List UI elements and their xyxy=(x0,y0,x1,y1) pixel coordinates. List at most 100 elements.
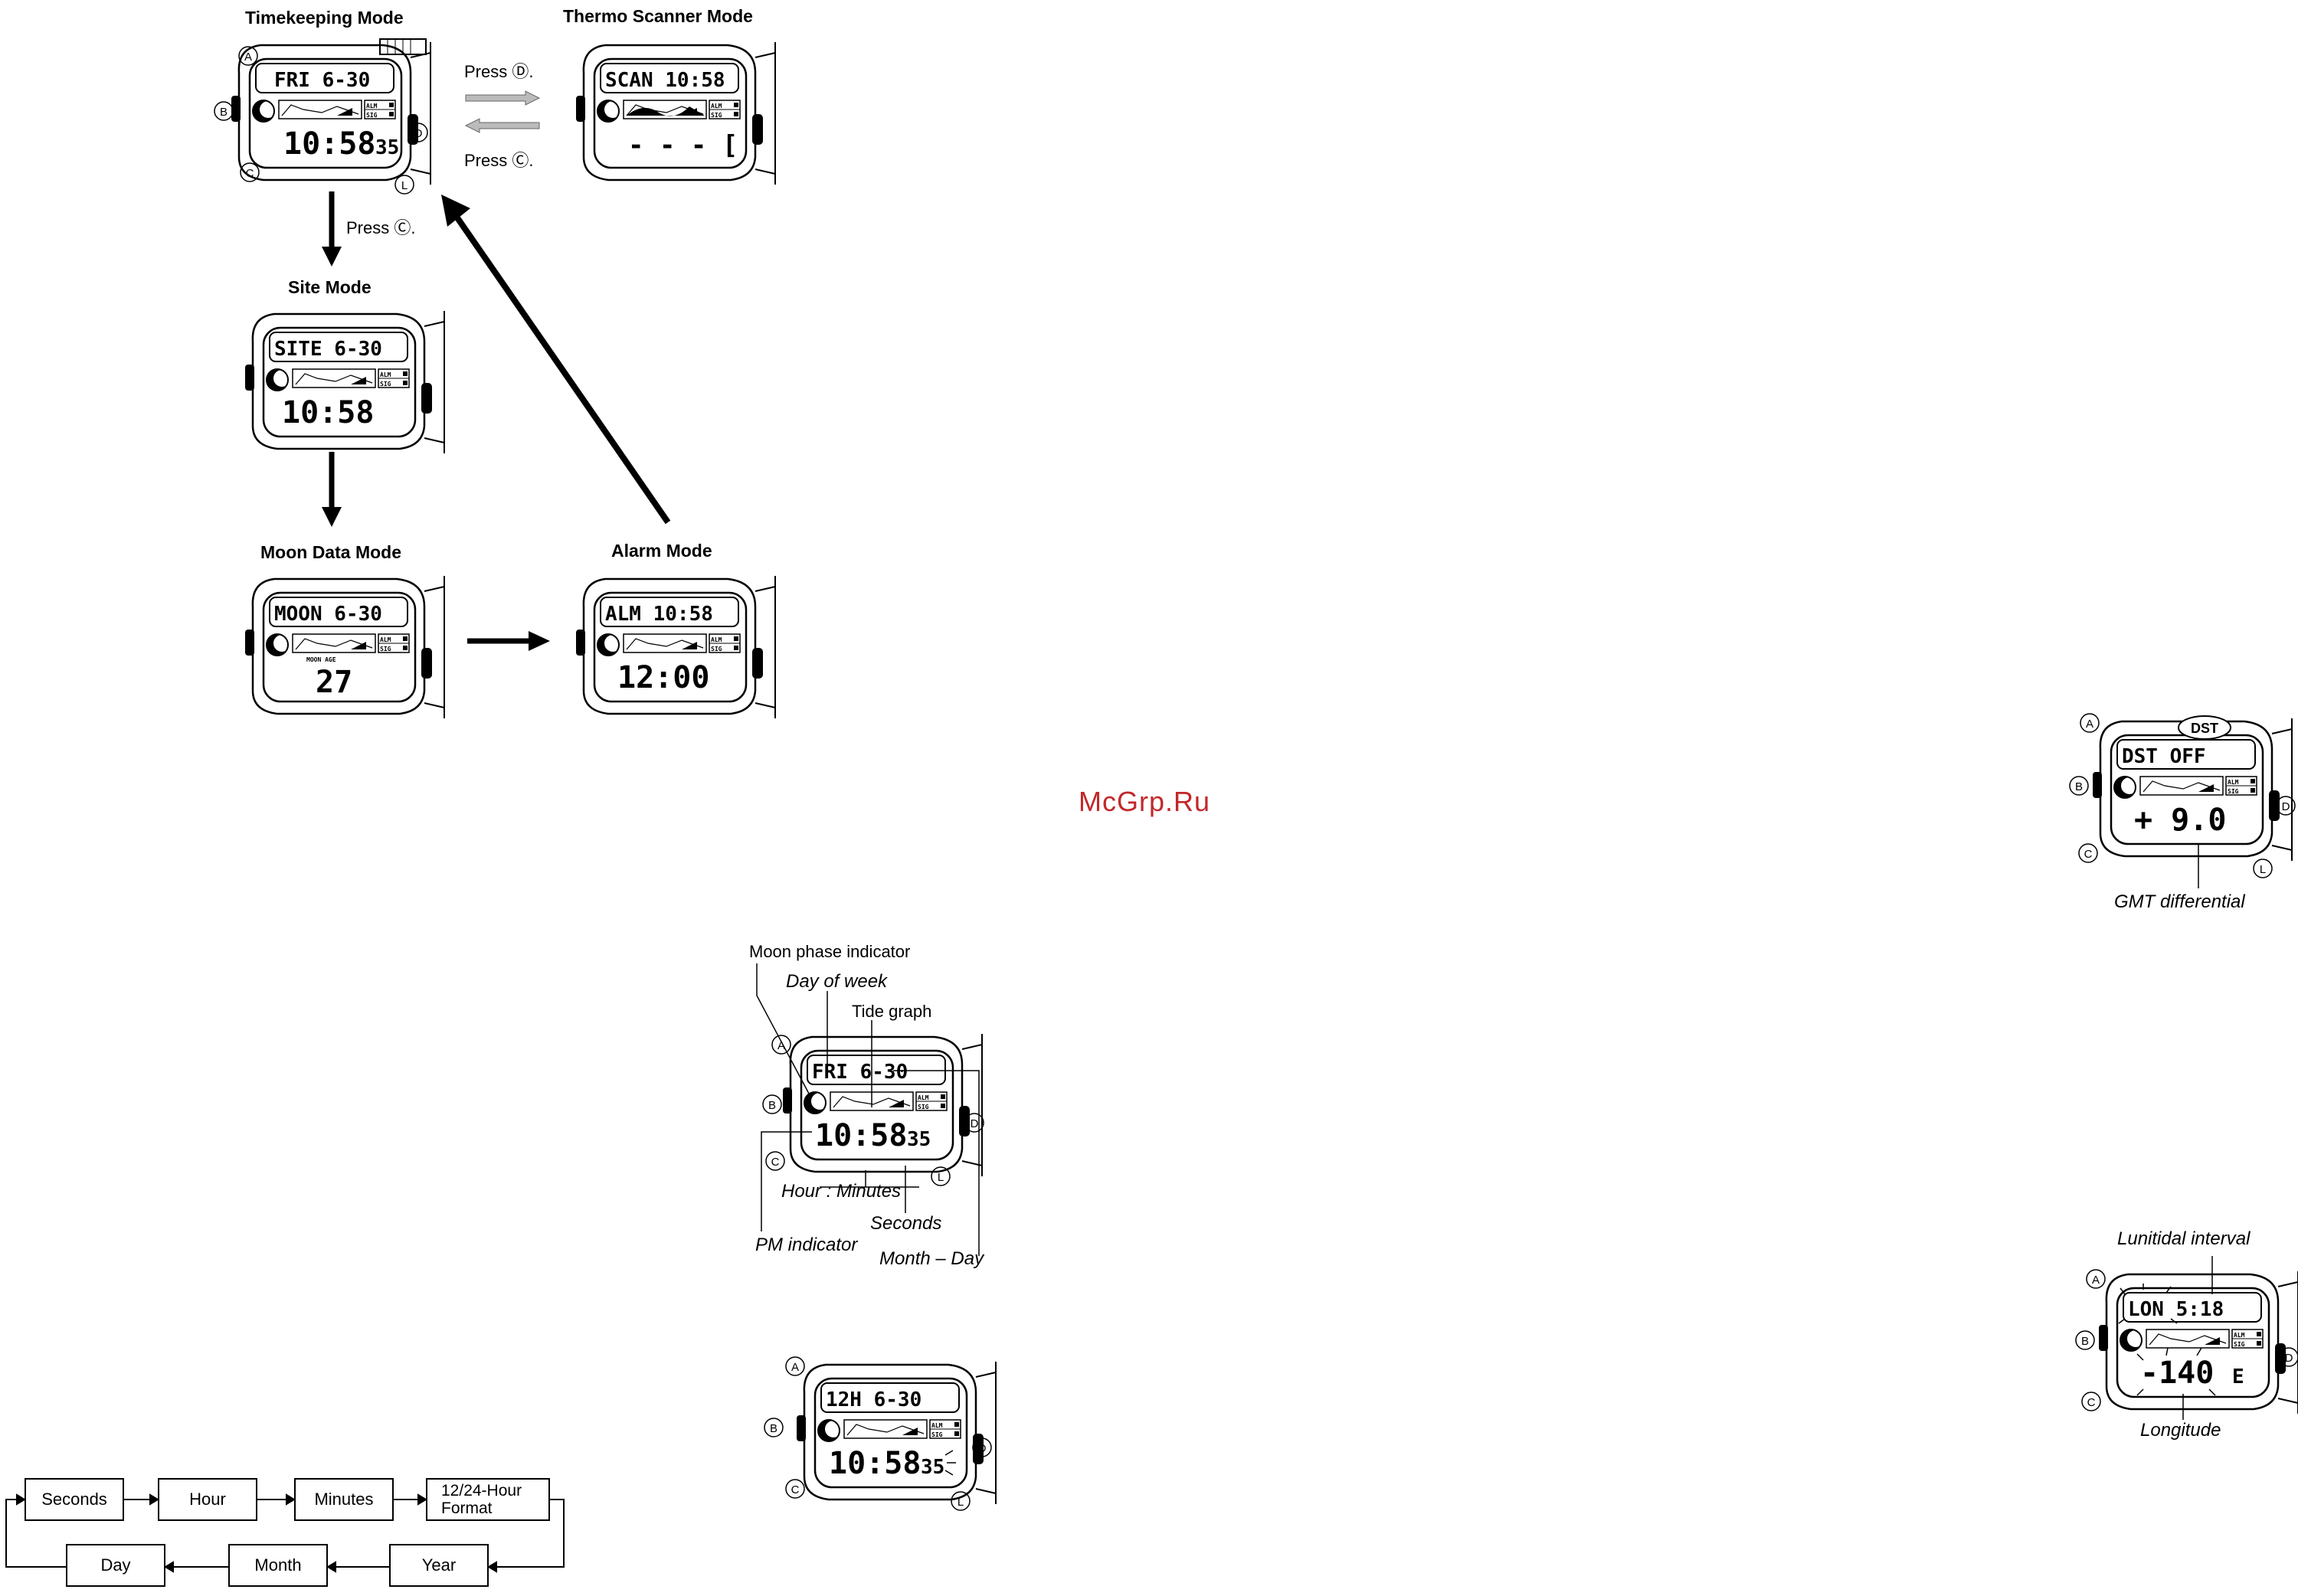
lcd-seconds: 35 xyxy=(375,136,399,159)
press-c-down-label: Press Ⓒ. xyxy=(346,218,416,237)
button-b-label: B xyxy=(2075,780,2083,793)
lcd-bottom-text: 10:58 xyxy=(829,1446,921,1481)
watch-thermo: SCAN 10:58 ALM SIG - - - [ xyxy=(574,41,789,191)
lcd-top-text: SCAN 10:58 xyxy=(605,69,725,92)
sequence-box-seconds: Seconds xyxy=(25,1478,124,1521)
button-d-label: D xyxy=(414,127,423,140)
button-a-label: A xyxy=(791,1361,799,1374)
button-d-label: D xyxy=(978,1442,987,1455)
label-day-of-week: Day of week xyxy=(786,971,888,992)
alm-indicator: ALM xyxy=(711,103,722,110)
button-d-label: D xyxy=(2282,800,2290,813)
label-hour-minutes: Hour : Minutes xyxy=(781,1181,902,1202)
button-l-label: L xyxy=(2260,863,2266,876)
lcd-bottom-text: -140 xyxy=(2140,1356,2214,1391)
sig-indicator: SIG xyxy=(711,646,722,652)
sequence-box-year: Year xyxy=(389,1544,489,1587)
arrow-diagonal-icon xyxy=(441,195,671,525)
label-pm-indicator: PM indicator xyxy=(755,1235,858,1255)
alm-indicator: ALM xyxy=(711,636,722,643)
button-c-label: C xyxy=(771,1156,780,1169)
sequence-box-day: Day xyxy=(66,1544,165,1587)
alm-indicator: ALM xyxy=(2228,779,2239,786)
alm-indicator: ALM xyxy=(366,103,378,110)
button-b-label: B xyxy=(2081,1335,2089,1348)
sig-indicator: SIG xyxy=(918,1104,929,1110)
alm-indicator: ALM xyxy=(380,371,391,378)
mode-title-thermo: Thermo Scanner Mode xyxy=(563,6,753,26)
press-c-label: Press Ⓒ. xyxy=(464,151,534,170)
mode-title-timekeeping: Timekeeping Mode xyxy=(245,8,404,28)
lcd-top-text: MOON 6-30 xyxy=(274,603,382,626)
watch-dst: DST DST OFF ALM SIG + 9.0 A B C D L xyxy=(2069,713,2298,888)
watermark: McGrp.Ru xyxy=(1079,786,1211,817)
button-d-label: D xyxy=(971,1117,979,1130)
sig-indicator: SIG xyxy=(380,381,391,388)
watch-setting: 12H 6-30 ALM SIG 10:58 35 A B C D L xyxy=(764,1356,1010,1511)
press-d-label: Press Ⓓ. xyxy=(464,62,534,81)
arrow-right-icon xyxy=(465,90,541,106)
lcd-top-text: SITE 6-30 xyxy=(274,338,382,361)
label-seconds: Seconds xyxy=(870,1213,942,1234)
alm-indicator: ALM xyxy=(918,1094,929,1101)
button-c-label: C xyxy=(246,167,254,180)
lcd-bottom-text: 10:58 xyxy=(815,1118,907,1153)
annotation-leader-lines xyxy=(756,963,980,1256)
watch-longitude: LON 5:18 ALM SIG -140 E A B C D xyxy=(2075,1256,2298,1421)
button-c-label: C xyxy=(2084,848,2093,861)
moon-age-label: MOON AGE xyxy=(306,656,336,663)
label-tide-graph: Tide graph xyxy=(852,1002,932,1021)
arrow-down-icon xyxy=(322,452,342,527)
sig-indicator: SIG xyxy=(380,646,391,652)
button-b-label: B xyxy=(220,106,228,119)
arrow-right-icon xyxy=(467,631,550,651)
label-month-day: Month – Day xyxy=(879,1248,984,1269)
arrow-left-icon xyxy=(464,118,540,133)
sig-indicator: SIG xyxy=(931,1431,943,1438)
mode-title-alarm: Alarm Mode xyxy=(611,541,712,561)
watch-site: SITE 6-30 ALM SIG 10:58 xyxy=(244,309,458,460)
lcd-bottom-text: - - - [ xyxy=(628,130,738,161)
label-moon-phase-indicator: Moon phase indicator xyxy=(749,942,911,961)
label-gmt-differential: GMT differential xyxy=(2114,891,2245,912)
mode-title-moon: Moon Data Mode xyxy=(260,542,401,562)
dst-badge: DST xyxy=(2191,721,2218,736)
watch-annotated: FRI 6-30 ALM SIG 10:58 35 A B C D L xyxy=(762,1032,996,1186)
lcd-top-text: ALM 10:58 xyxy=(605,603,713,626)
sequence-arrows xyxy=(5,1493,565,1573)
lcd-seconds: 35 xyxy=(921,1456,944,1479)
lcd-bottom-text: 12:00 xyxy=(617,660,709,695)
button-l-label: L xyxy=(958,1496,964,1509)
sig-indicator: SIG xyxy=(711,112,722,119)
lcd-direction-suffix: E xyxy=(2232,1365,2244,1388)
lcd-top-text: DST OFF xyxy=(2122,745,2206,768)
sig-indicator: SIG xyxy=(2228,788,2239,795)
label-lunitidal-interval: Lunitidal interval xyxy=(2117,1228,2251,1249)
button-a-label: A xyxy=(777,1039,785,1052)
sequence-box-month: Month xyxy=(228,1544,328,1587)
lcd-top-text: FRI 6-30 xyxy=(274,69,370,92)
alm-indicator: ALM xyxy=(931,1422,943,1429)
watch-alarm: ALM 10:58 ALM SIG 12:00 xyxy=(574,574,789,725)
mode-title-site: Site Mode xyxy=(288,277,372,297)
watch-moon: MOON 6-30 ALM SIG MOON AGE 27 xyxy=(244,574,458,725)
sig-indicator: SIG xyxy=(366,112,378,119)
button-a-label: A xyxy=(2086,718,2093,731)
sequence-box-minutes: Minutes xyxy=(294,1478,394,1521)
button-c-label: C xyxy=(791,1483,800,1496)
sig-indicator: SIG xyxy=(2234,1341,2245,1348)
button-b-label: B xyxy=(770,1422,777,1435)
label-longitude: Longitude xyxy=(2140,1420,2221,1441)
arrow-down-icon xyxy=(322,191,342,267)
watch-timekeeping: FRI 6-30 ALM SIG 10:58 35 A B C D L xyxy=(214,38,444,195)
lcd-seconds: 35 xyxy=(907,1128,931,1151)
lcd-top-text: FRI 6-30 xyxy=(812,1061,908,1084)
button-a-label: A xyxy=(244,51,252,64)
button-l-label: L xyxy=(938,1171,944,1184)
alm-indicator: ALM xyxy=(380,636,391,643)
button-d-label: D xyxy=(2285,1352,2293,1365)
lcd-top-text: 12H 6-30 xyxy=(826,1388,921,1411)
button-c-label: C xyxy=(2087,1396,2096,1409)
lcd-bottom-text: 10:58 xyxy=(283,126,375,162)
